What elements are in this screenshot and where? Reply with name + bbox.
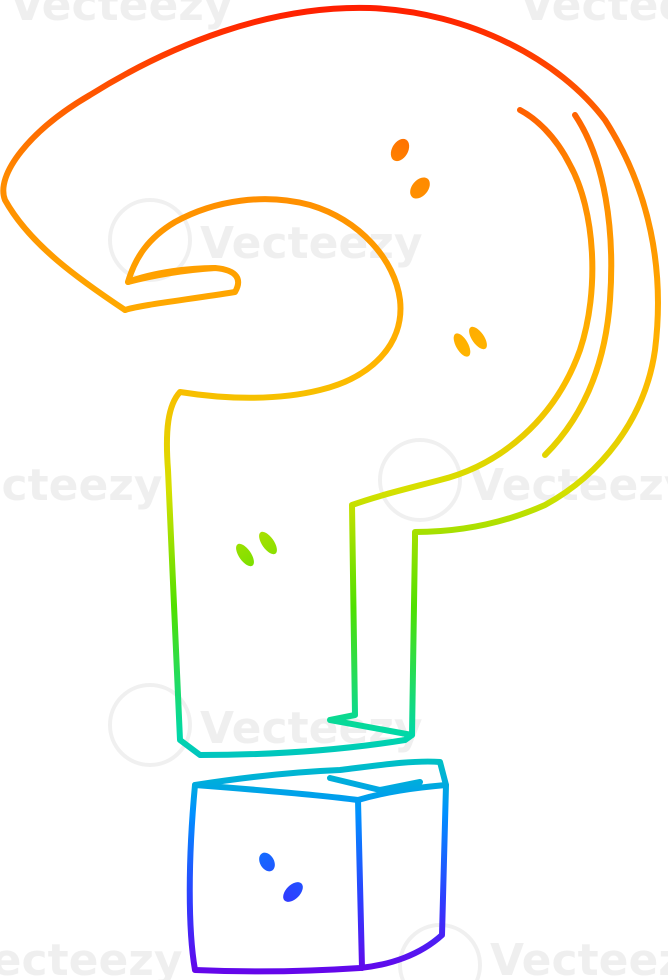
question-mark-dot-block-edge <box>192 782 449 803</box>
shine-mark <box>469 326 487 350</box>
watermark-logo <box>108 683 192 767</box>
question-mark-dot-block-edge <box>355 797 365 971</box>
watermark-text: Vecteezy <box>490 935 668 980</box>
watermark-logo <box>108 198 192 282</box>
watermark-logo <box>378 438 462 522</box>
question-mark-hook-depth <box>542 112 615 458</box>
shine-mark <box>410 177 430 199</box>
watermark-text: Vecteezy <box>470 460 668 511</box>
shine-mark <box>390 138 410 162</box>
question-mark-dot-block-edge <box>327 775 423 793</box>
shine-mark <box>453 333 471 357</box>
shine-mark <box>259 531 277 555</box>
question-mark-inner-curl <box>122 107 596 758</box>
shine-mark <box>259 852 275 872</box>
watermark-text: Vecteezy <box>10 0 233 31</box>
watermark-text: Vecteezy <box>520 0 668 31</box>
shine-mark <box>236 543 254 567</box>
watermark-text: Vecteezy <box>0 460 163 511</box>
question-mark-hook-outline <box>0 4 661 738</box>
question-mark-dot-block <box>186 758 449 975</box>
watermark-text: Vecteezy <box>0 935 183 980</box>
question-mark-hook-detail <box>125 265 218 285</box>
shine-mark <box>283 882 303 902</box>
